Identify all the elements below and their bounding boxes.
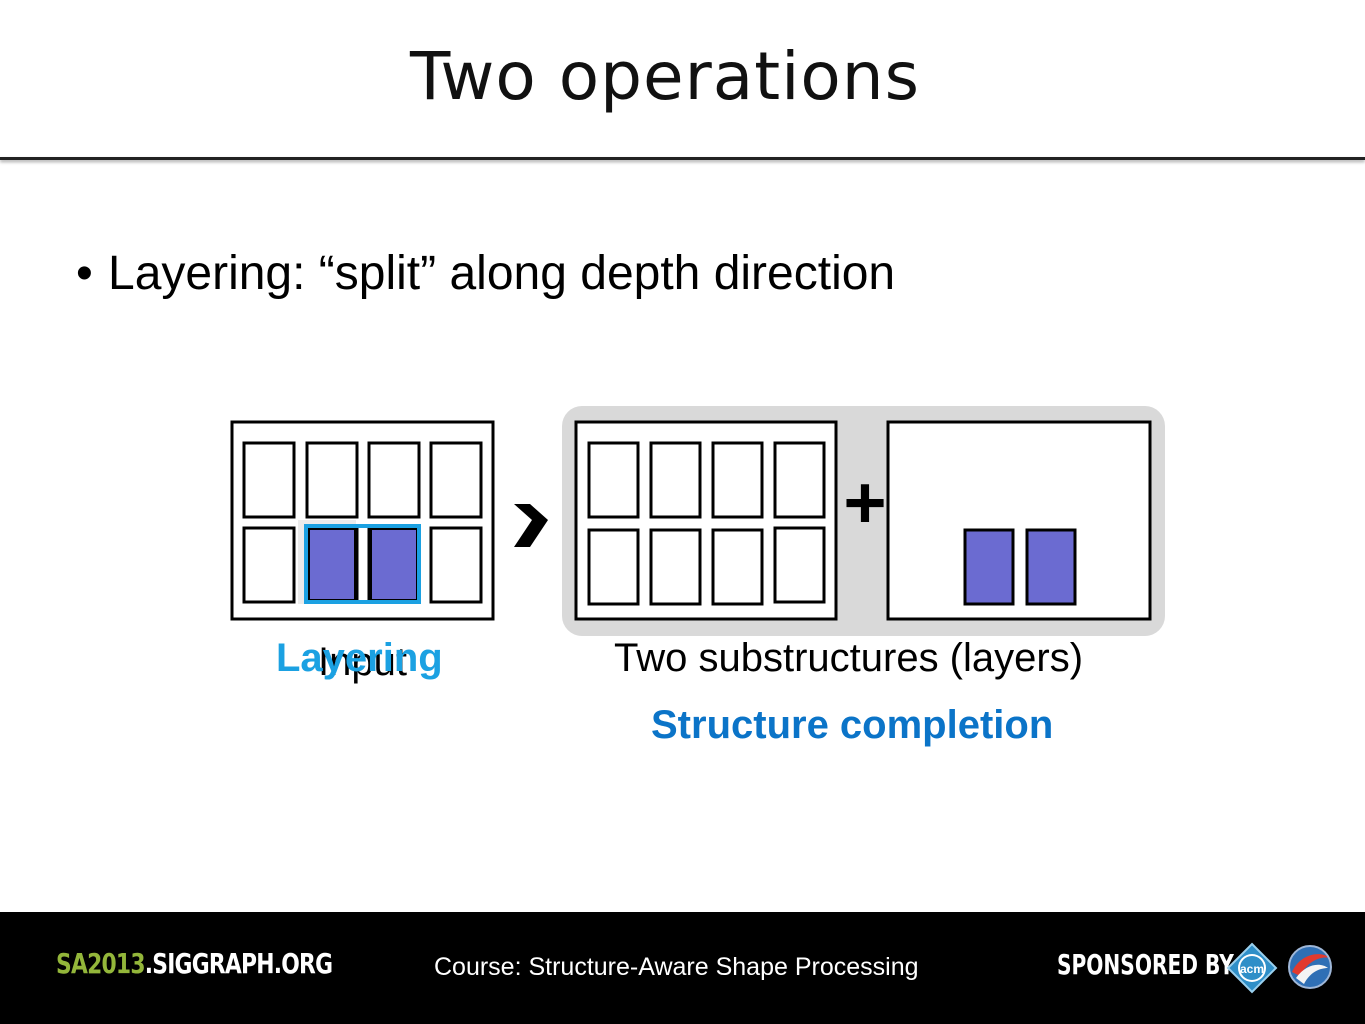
plus-sign: + <box>843 461 886 544</box>
layering-highlight <box>304 524 421 604</box>
sponsored-by-label: SPONSORED BY <box>1057 948 1234 981</box>
bullet-text: Layering: “split” along depth direction <box>108 247 896 300</box>
layering-label: Layering <box>276 636 443 680</box>
layered-window <box>963 528 1015 606</box>
layered-window <box>308 528 356 601</box>
layer-one <box>574 420 838 621</box>
input-label: Input <box>318 640 407 684</box>
bullet-item: • Layering: “split” along depth direction <box>76 246 895 301</box>
site-suffix: .SIGGRAPH.ORG <box>144 947 333 980</box>
layer-window <box>773 441 826 519</box>
acm-logo-icon: acm <box>1226 942 1278 994</box>
facade-window <box>367 441 421 519</box>
facade-window <box>429 526 483 604</box>
substructures-label: Two substructures (layers) <box>614 636 1084 680</box>
layered-window <box>1025 528 1077 606</box>
facade-window <box>242 526 296 604</box>
title-divider <box>0 157 1365 160</box>
bullet-dot: • <box>76 247 93 300</box>
facade-window <box>242 441 296 519</box>
layer-two <box>886 420 1152 621</box>
layer-window <box>587 441 640 519</box>
siggraph-logo-icon <box>1288 945 1332 989</box>
slide-title: Two operations <box>410 38 920 115</box>
acm-logo-text: acm <box>1240 962 1264 976</box>
layer-window <box>711 441 764 519</box>
facade-window <box>429 441 483 519</box>
layer-window <box>649 441 702 519</box>
course-title: Course: Structure-Aware Shape Processing <box>434 953 919 981</box>
layer-window <box>649 528 702 606</box>
facade-window <box>305 441 359 519</box>
layer-window <box>587 528 640 606</box>
conference-site: SA2013.SIGGRAPH.ORG <box>56 947 333 980</box>
structure-completion-label: Structure completion <box>651 703 1054 747</box>
layered-window <box>370 528 418 601</box>
input-facade <box>230 420 495 621</box>
layer-window <box>711 528 764 606</box>
layer-window <box>773 526 826 604</box>
arrow-right-icon <box>514 504 548 547</box>
site-prefix: SA2013 <box>56 947 146 980</box>
footer-bar: SA2013.SIGGRAPH.ORG Course: Structure-Aw… <box>0 912 1365 1024</box>
layering-diagram: + <box>230 406 1165 636</box>
